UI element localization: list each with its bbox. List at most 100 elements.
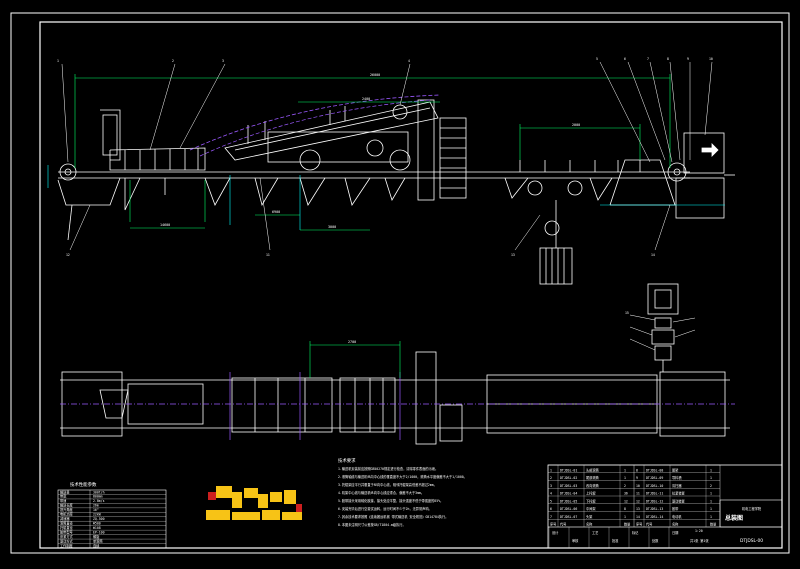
balloon-11: 11: [266, 253, 270, 257]
bom-cell: 4: [550, 492, 552, 496]
bom-cell: 1: [550, 468, 552, 472]
dim-c: 3000: [328, 225, 336, 229]
bom-cell: 上托辊: [586, 491, 596, 496]
bom-header: 数量: [710, 522, 717, 527]
bom-cell: DTJDSL-03: [560, 484, 577, 488]
screen-plan: [231, 377, 333, 433]
bom-header: 名称: [672, 522, 679, 527]
note-line: 1.输送机安装前应按照GB50270规定进行检查，清除零件表面的污垢。: [338, 466, 438, 471]
support-wheel-1: [299, 149, 321, 171]
frame-plan-2: [339, 377, 396, 433]
param-name: 驱动方式: [60, 538, 74, 543]
hidden-lines: [47, 165, 725, 230]
note-line: 7.其余技术要求按照《连续搬运机械 带式输送机 安全规范》GB14784执行。: [338, 514, 448, 519]
bom-cell: 1: [710, 468, 712, 472]
title-cell: [719, 499, 783, 528]
tail-frame: [57, 177, 121, 206]
drive-arrow-icon: [701, 143, 719, 157]
balloon-15: 15: [625, 311, 629, 315]
bom-cell: DTJDSL-13: [646, 507, 663, 511]
bom-cell: 14: [636, 515, 640, 519]
bom-cell: DTJDSL-09: [646, 476, 663, 480]
bom-cell: 7: [550, 515, 552, 519]
plan-center-lines: [60, 372, 735, 440]
bend-pulley-1: [527, 180, 543, 196]
drawing-number: DTJDSL-00: [740, 538, 763, 544]
bom-cell: DTJDSL-02: [560, 476, 577, 480]
param-value: 连续: [93, 543, 100, 548]
param-name: 托辊直径: [60, 525, 74, 530]
drive-unit-box: [683, 132, 725, 174]
bom-cell: 导料槽: [672, 475, 682, 480]
bom-cell: 1: [710, 492, 712, 496]
bom-cell: 1: [710, 499, 712, 503]
bom-cell: 中间架: [586, 506, 596, 511]
param-name: 滚筒直径: [60, 520, 74, 525]
sign-label: 标记: [632, 530, 639, 535]
param-value: Φ500: [93, 521, 101, 525]
dim-d: 2000: [572, 123, 580, 127]
bom-header: 序号: [636, 522, 642, 527]
bom-cell: 12: [624, 499, 628, 503]
note-line: 6.安装完毕后进行空载试运转，运行时间不少于2h，无异常声响。: [338, 506, 432, 511]
tower-plan: [415, 351, 437, 445]
counterweight-lines: [545, 248, 565, 284]
balloon-6: 6: [624, 57, 626, 61]
balloon-5: 5: [596, 57, 598, 61]
balloon-3: 3: [222, 59, 224, 63]
plan-dimension: [309, 341, 401, 378]
hopper-plan: [99, 389, 129, 419]
bom-cell: DTJDSL-11: [646, 492, 663, 496]
note-line: 4.机架中心线与输送机纵向中心线应重合，偏差不大于3mm。: [338, 490, 424, 495]
bom-cell: 1: [710, 507, 712, 511]
bom-cell: 改向滚筒: [586, 483, 599, 488]
bom-cell: 8: [624, 507, 626, 511]
head-frame: [609, 159, 676, 206]
note-line: 8.本图未注明尺寸公差按GB/T1804-m级执行。: [338, 522, 406, 527]
param-name: 输送长度: [60, 503, 74, 508]
bom-cell: 36: [624, 492, 628, 496]
bom-cell: DTJDSL-04: [560, 492, 577, 496]
tail-leg: [67, 204, 73, 241]
param-value: 螺旋: [93, 534, 100, 539]
bom-cell: 1: [710, 476, 712, 480]
sign-label: 设计: [552, 530, 559, 535]
head-pulley-hub: [673, 168, 681, 176]
tail-pulley-hub: [64, 168, 72, 176]
skirt-board: [109, 147, 206, 171]
profile-curve-2: [199, 99, 431, 157]
bom-cell: 驱动装置: [672, 498, 685, 503]
bom-cell: 拉紧装置: [672, 491, 685, 496]
bom-cell: 胶带: [672, 506, 679, 511]
bom-header: 代号: [560, 522, 566, 527]
dim-b: 6900: [272, 210, 280, 214]
tower-column: [417, 99, 435, 201]
bom-cell: 清扫器: [672, 483, 682, 488]
bom-cell: 10: [636, 484, 640, 488]
sign-label: 审核: [572, 538, 579, 543]
bom-cell: DTJDSL-07: [560, 515, 577, 519]
param-name: 提升角度: [60, 507, 74, 512]
tail-pulley: [59, 163, 77, 181]
skirt-ribs: [124, 148, 199, 170]
technical-notes: 技术要求 1.输送机安装前应按照GB50270规定进行检查，清除零件表面的污垢。…: [338, 457, 467, 527]
balloon-4: 4: [408, 59, 410, 63]
bom-cell: DTJDSL-01: [560, 468, 577, 472]
bom-cell: 尾架: [672, 467, 679, 472]
dim-e: 2400: [362, 97, 370, 101]
dimension-lines-top: [74, 74, 671, 231]
note-line: 5.胶带接头采用硫化胶接，接头处应平整，接头强度不低于带强度的85%。: [338, 498, 443, 503]
param-name: 工作制度: [60, 543, 74, 548]
param-value: ZQ-500: [93, 517, 105, 521]
inner-border: [39, 21, 783, 549]
motor-body: [647, 283, 679, 315]
note-line: 2.滚筒轴线与输送机纵向中心线的垂直度不大于2/1000，滚筒水平度偏差不大于1…: [338, 474, 467, 479]
dim-a: 14600: [160, 223, 170, 227]
bom-cell: 6: [550, 507, 552, 511]
bom-cell: 头部滚筒: [586, 467, 599, 472]
bom-header: 数量: [624, 522, 631, 527]
balloon-7: 7: [647, 57, 649, 61]
elevation-view: [57, 99, 735, 285]
